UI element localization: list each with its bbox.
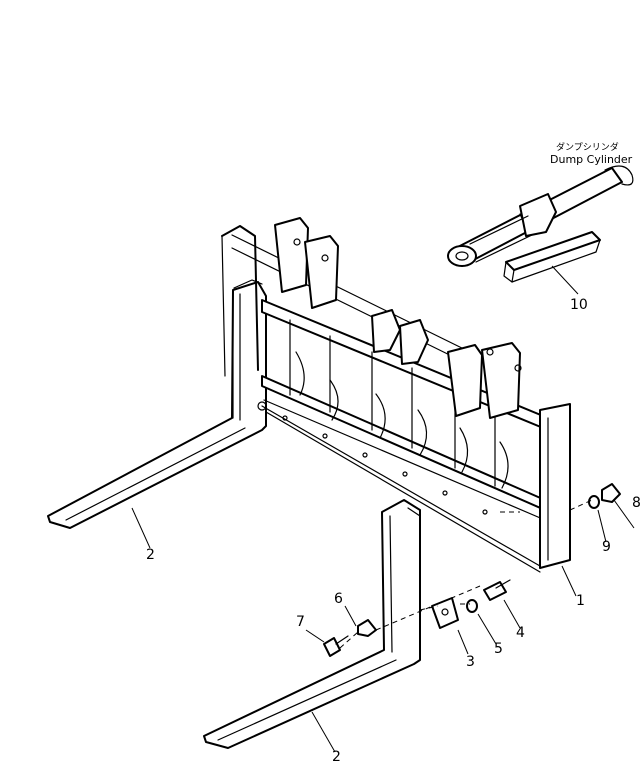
- callout-7: 7: [296, 614, 305, 630]
- dump-cylinder-label-en: Dump Cylinder: [550, 153, 633, 166]
- callout-1: 1: [576, 593, 585, 609]
- callout-10: 10: [570, 297, 588, 313]
- callout-8: 8: [632, 495, 641, 511]
- nut-part-8: [601, 483, 621, 503]
- bottom-fork: [203, 499, 421, 749]
- callout-3: 3: [466, 654, 475, 670]
- callout-5: 5: [494, 641, 503, 657]
- nut-part-6: [357, 619, 377, 637]
- dump-cylinder-label-jp: ダンプシリンダ: [556, 143, 619, 153]
- dump-cylinder: [447, 165, 634, 267]
- callout-6: 6: [334, 591, 343, 607]
- callout-9: 9: [602, 539, 611, 555]
- carriage-frame: [221, 217, 571, 573]
- callout-2-left-fork: 2: [146, 547, 155, 563]
- bracket-part-10: [503, 231, 601, 283]
- washer-part-9: [588, 495, 600, 509]
- callout-4: 4: [516, 625, 525, 641]
- bolt-part-4: [483, 579, 511, 601]
- washer-part-5: [466, 599, 478, 613]
- left-fork: [47, 279, 267, 529]
- plate-part-3: [431, 597, 459, 629]
- bolt-part-7: [323, 635, 349, 657]
- callout-2-bottom-fork: 2: [332, 749, 341, 765]
